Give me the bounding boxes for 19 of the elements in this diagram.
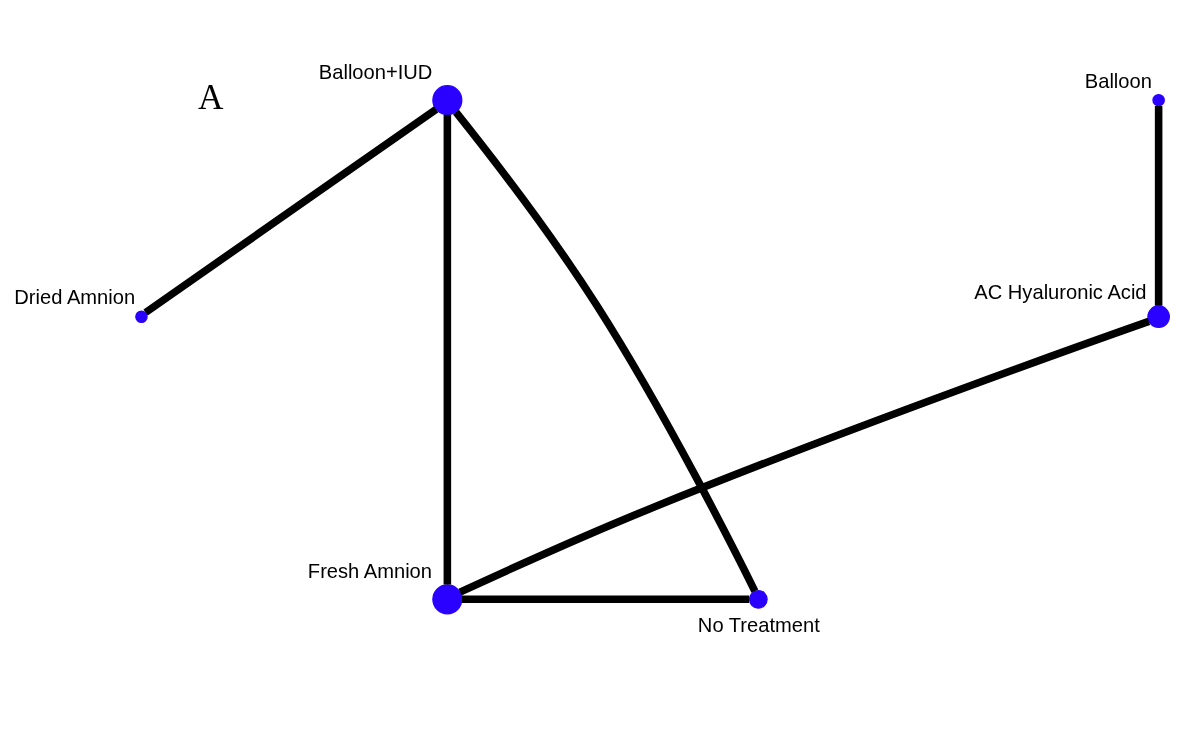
node-label: Balloon xyxy=(1084,69,1152,92)
node-label: Fresh Amnion xyxy=(307,560,433,583)
connector xyxy=(443,114,452,585)
node-label: Dried Amnion xyxy=(14,286,136,309)
connector xyxy=(461,595,750,604)
label: A xyxy=(197,77,224,117)
connector xyxy=(1154,105,1163,306)
node-circle xyxy=(748,589,768,609)
connector xyxy=(453,109,759,593)
node-circle xyxy=(135,310,148,323)
node-circle xyxy=(432,85,463,116)
node-circle xyxy=(1147,305,1170,329)
node-label: Balloon+IUD xyxy=(318,61,433,84)
connector xyxy=(143,106,439,316)
connector xyxy=(458,317,1151,596)
node-circle xyxy=(1152,93,1165,107)
node-circle xyxy=(432,584,463,615)
node-label: No Treatment xyxy=(697,613,820,636)
node-label: AC Hyaluronic Acid xyxy=(974,281,1147,304)
